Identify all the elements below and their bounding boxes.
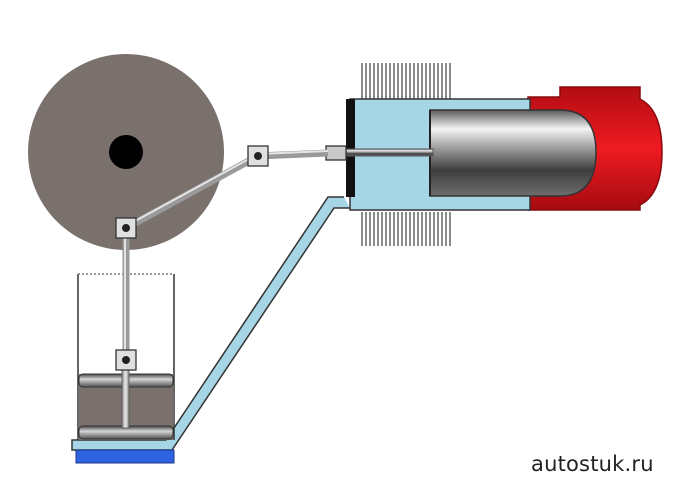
transfer-pipe (71, 196, 350, 451)
cold-plate (75, 449, 175, 464)
flywheel-hub (109, 135, 143, 169)
cooling-fins-bottom (361, 212, 451, 246)
displacer-shaft (121, 365, 130, 429)
piston-rod (342, 148, 434, 157)
power-connecting-rod (257, 149, 329, 160)
site-watermark: autostuk.ru (531, 452, 654, 476)
cylinder-end-wall (346, 99, 355, 197)
cooling-fins-top (361, 63, 451, 99)
crank-link-to-power (124, 152, 260, 232)
rod-coupling (325, 145, 347, 161)
displacer-cylinder-wall (77, 274, 175, 440)
power-piston (429, 109, 597, 197)
